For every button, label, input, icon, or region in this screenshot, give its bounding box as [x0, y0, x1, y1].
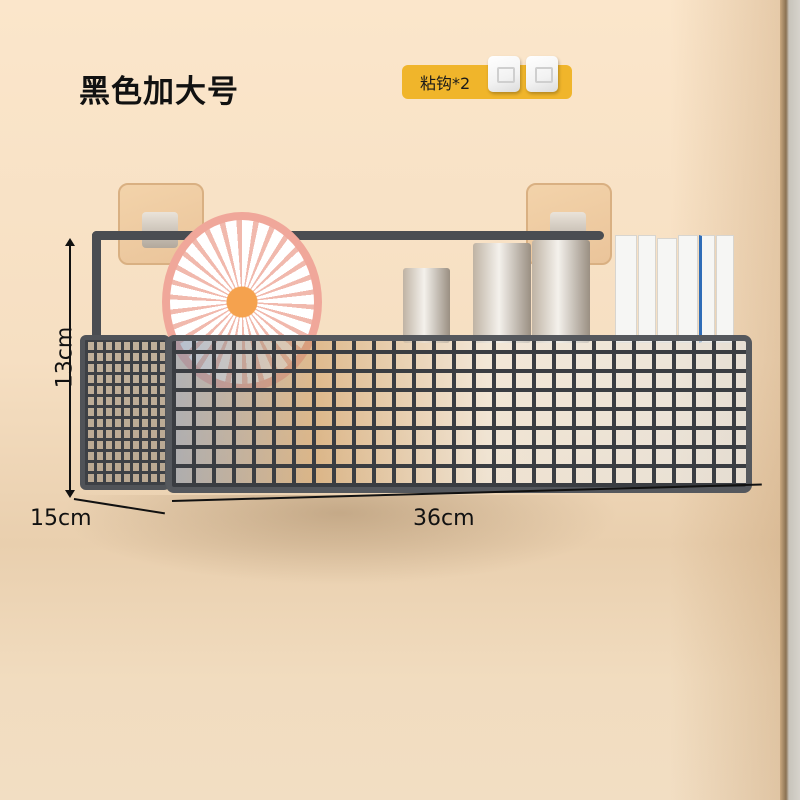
basket-rail-left [92, 231, 101, 341]
book [615, 235, 637, 343]
wall-corner-edge [780, 0, 800, 800]
hook-clip-left [142, 212, 178, 248]
book [716, 235, 734, 343]
basket-front-panel [166, 335, 752, 493]
cosmetic-jar [403, 268, 450, 343]
adhesive-hook-icon [526, 56, 558, 92]
arrow-down-icon [65, 490, 75, 498]
height-dimension-line [69, 242, 71, 492]
width-label: 36cm [413, 506, 475, 531]
basket-side-panel [80, 335, 170, 490]
basket-contents [400, 235, 740, 345]
book [638, 235, 656, 343]
cosmetic-bottle [473, 243, 531, 343]
depth-label: 15cm [30, 506, 92, 531]
book [657, 238, 677, 343]
book [699, 235, 715, 343]
pump-bottle [532, 240, 590, 343]
adhesive-hook-icon [488, 56, 520, 92]
basket-top-rail [92, 231, 604, 240]
book [678, 235, 698, 343]
height-label: 13cm [52, 326, 78, 389]
arrow-up-icon [65, 238, 75, 246]
product-title: 黑色加大号 [79, 74, 239, 110]
wire-basket [80, 335, 752, 495]
badge-label: 粘钩*2 [420, 74, 471, 93]
